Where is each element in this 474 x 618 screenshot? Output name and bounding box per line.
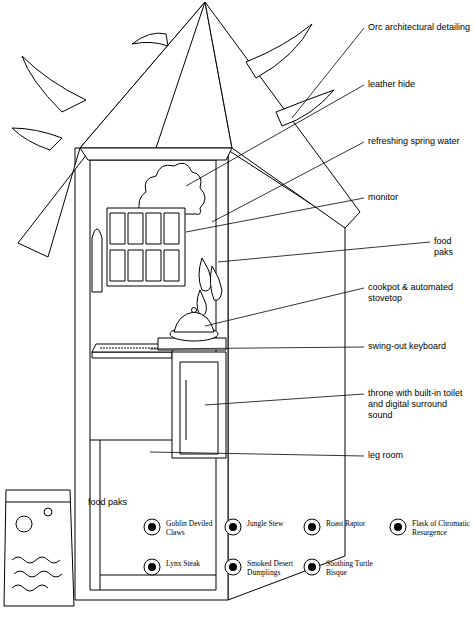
packet-seal [6, 502, 70, 503]
monitor-pak [128, 213, 143, 244]
desk [92, 352, 172, 358]
legend-icon [304, 559, 320, 575]
horn [276, 90, 334, 126]
icon-ring [144, 519, 160, 535]
food-pak [199, 258, 212, 291]
icon-ring [225, 559, 241, 575]
icon-ring [390, 519, 406, 535]
icon-ring [304, 559, 320, 575]
monitor-pak [128, 250, 143, 281]
icon-glyph [229, 523, 237, 531]
leg-room-edge [100, 440, 101, 590]
callout-label: monitor [368, 192, 472, 203]
leader-line [218, 242, 430, 262]
cookpot-knob [192, 308, 197, 313]
monitor [107, 208, 185, 286]
leader-line [150, 347, 364, 349]
icon-glyph [394, 523, 402, 531]
roof-ridge [156, 2, 205, 148]
legend-text: Goblin Deviled Claws [166, 519, 228, 537]
throne [172, 352, 226, 458]
window [92, 229, 102, 292]
legend-text: Roast Raptor [326, 519, 388, 528]
callout-label: cookpot & automated stovetop [368, 282, 468, 304]
icon-ring [304, 519, 320, 535]
icon-ring [144, 559, 160, 575]
callout-label: Orc architectural detailing [368, 22, 472, 33]
leader-line [205, 394, 364, 405]
horn [12, 128, 62, 150]
monitor-pak [110, 213, 179, 281]
icon-glyph [229, 563, 237, 571]
callout-label: food paks [434, 236, 472, 258]
callout-label: refreshing spring water [368, 136, 472, 147]
horn [132, 33, 168, 46]
legend-icon [225, 519, 241, 535]
packet-logo [16, 516, 32, 532]
monitor-pak [164, 250, 179, 281]
food-pak [210, 266, 222, 300]
legend-icon [304, 519, 320, 535]
throne-detail [186, 380, 187, 440]
callout-label: food paks [88, 497, 158, 508]
monitor-pak [110, 250, 125, 281]
icon-glyph [148, 563, 156, 571]
callout-label: throne with built-in toilet and digital … [368, 388, 472, 421]
roof-right [205, 2, 360, 228]
legend-icon [144, 519, 160, 535]
food-pak [197, 290, 206, 316]
horn [22, 56, 86, 112]
side-wall [228, 150, 345, 600]
food-pak-packet [4, 490, 74, 606]
monitor-pak [110, 213, 125, 244]
monitor-pak [146, 213, 161, 244]
legend-text: Lynx Steak [166, 559, 228, 568]
eave [80, 148, 232, 160]
front-wall [75, 148, 228, 600]
monitor-pak [164, 213, 179, 244]
legend-icon [390, 519, 406, 535]
leader-line [186, 198, 364, 232]
legend-text: Jungle Stew [247, 519, 309, 528]
horn [246, 24, 312, 78]
legend-text: Soothing Turtle Bisque [326, 559, 388, 577]
callout-label: leather hide [368, 79, 472, 90]
packet-pattern [12, 557, 62, 591]
icon-ring [225, 519, 241, 535]
leader-line [150, 452, 364, 456]
legend-text: Smoked Desert Dumplings [247, 559, 309, 577]
throne-panel [180, 362, 218, 454]
icon-glyph [308, 523, 316, 531]
packet [4, 490, 74, 606]
legend-text: Flask of Chromatic Resurgence [412, 519, 470, 537]
monitor-pak [146, 250, 161, 281]
leader-line [212, 142, 364, 222]
floor-line [100, 575, 216, 576]
leather-hide [139, 163, 205, 214]
callout-label: swing-out keyboard [368, 341, 472, 352]
legend-icon [144, 559, 160, 575]
icon-glyph [148, 523, 156, 531]
leader-line [205, 288, 364, 326]
legend-icon [225, 559, 241, 575]
leader-line [292, 28, 364, 118]
packet-logo [44, 508, 52, 516]
leader-line [186, 85, 364, 186]
icon-glyph [308, 563, 316, 571]
cookpot-lid [174, 312, 214, 332]
callout-label: leg room [368, 450, 472, 461]
